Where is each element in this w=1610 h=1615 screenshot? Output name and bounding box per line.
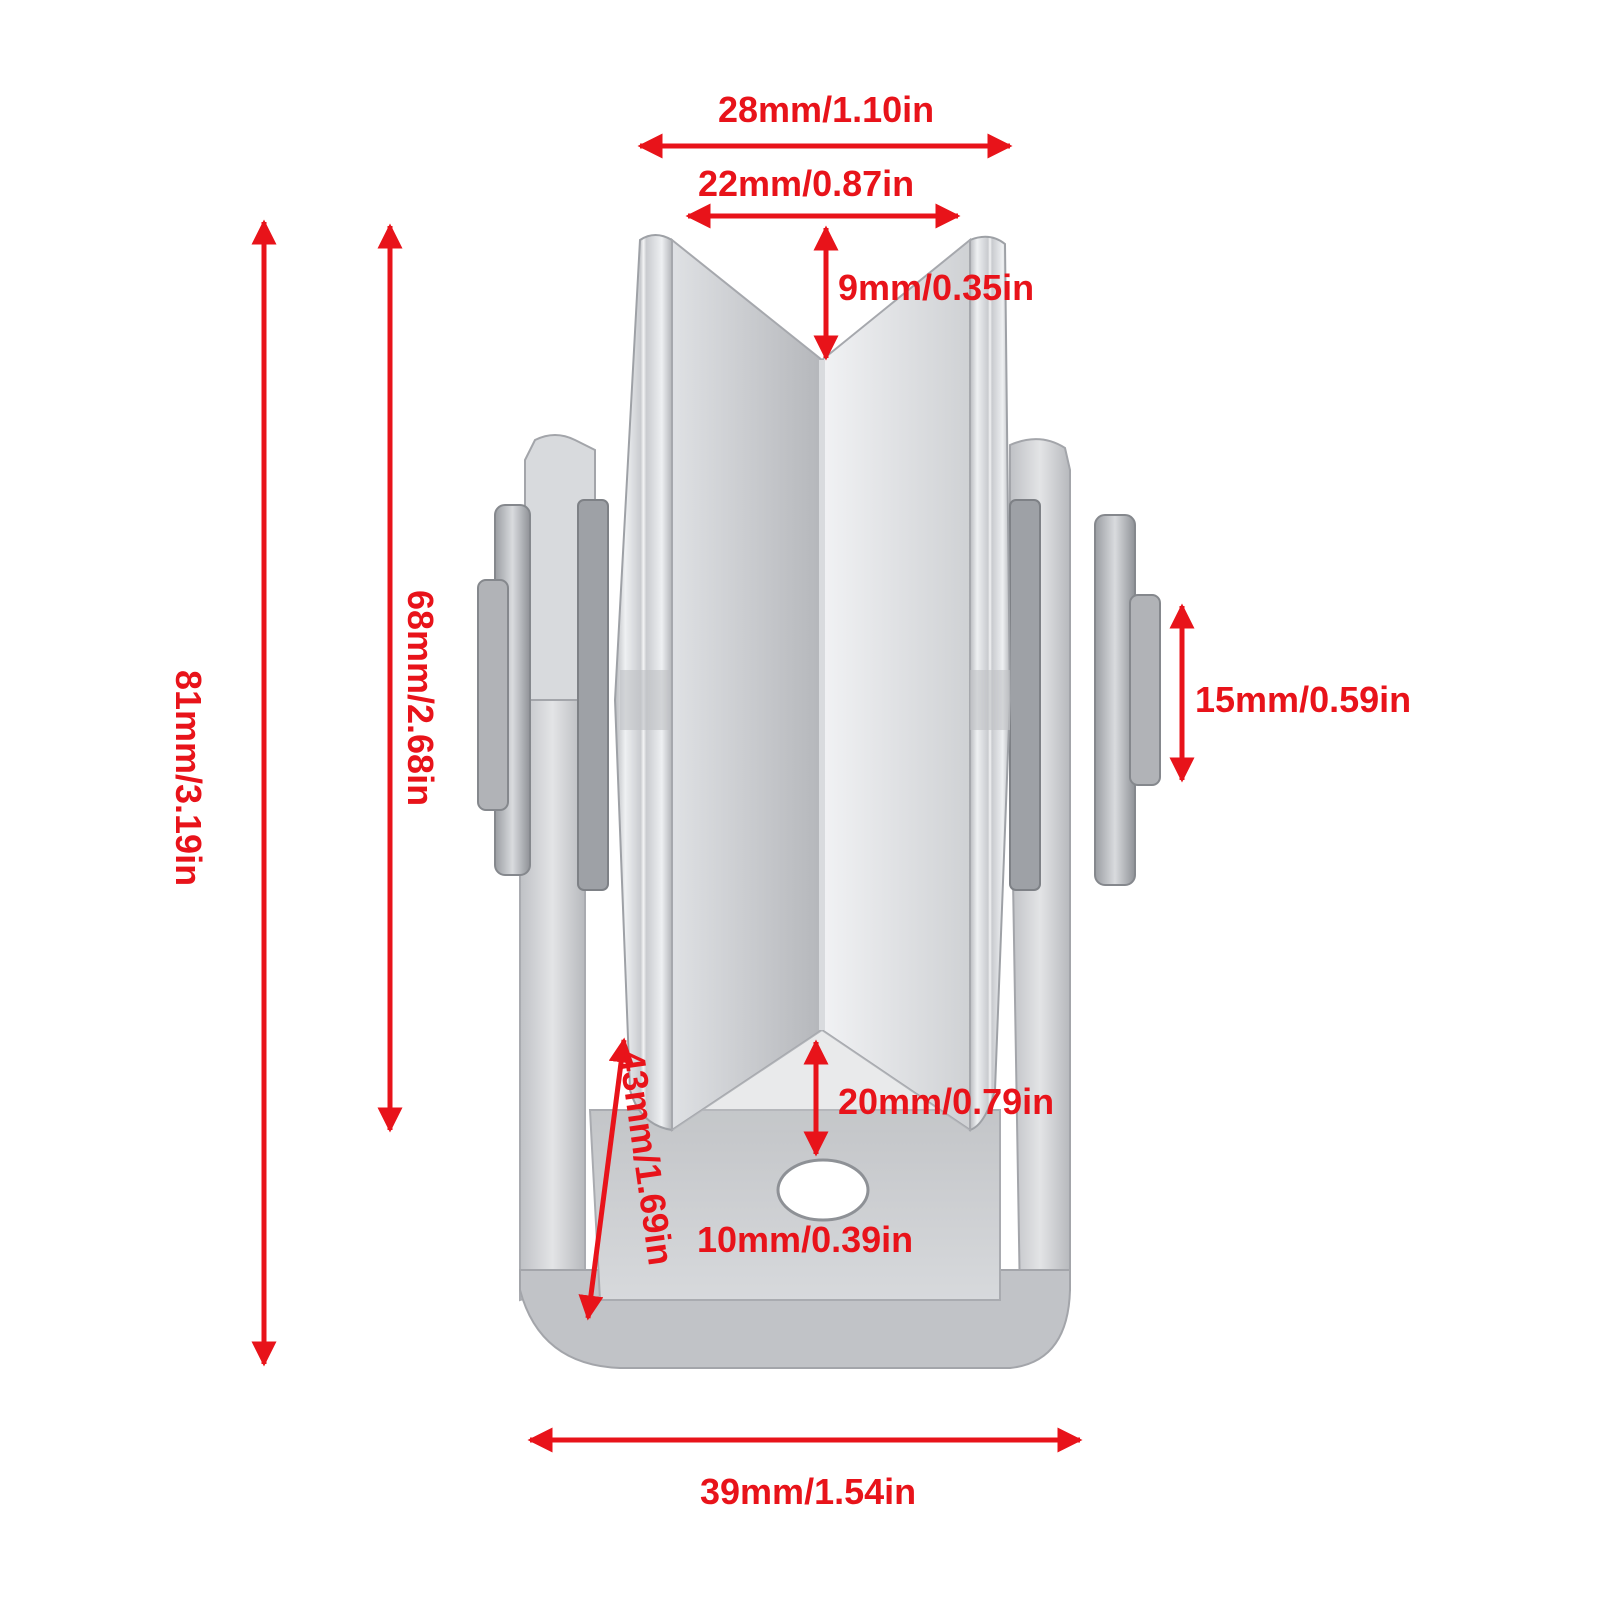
label-base-clearance: 20mm/0.79in <box>838 1081 1055 1122</box>
arrow-bracket-height <box>578 1037 634 1321</box>
label-mount-hole: 10mm/0.39in <box>697 1219 914 1260</box>
axle-hub-left <box>477 499 609 891</box>
dimension-arrows <box>251 133 1195 1453</box>
label-top-outer-width: 28mm/1.10in <box>718 89 935 130</box>
label-axle-nut: 15mm/0.59in <box>1195 679 1412 720</box>
v-groove-wheel <box>613 234 1012 1132</box>
label-groove-opening: 22mm/0.87in <box>698 163 915 204</box>
label-groove-depth: 9mm/0.35in <box>838 267 1035 308</box>
axle-hub-right <box>1009 499 1161 891</box>
mount-hole <box>776 1158 870 1222</box>
label-bracket-width: 39mm/1.54in <box>700 1471 917 1512</box>
label-overall-height: 81mm/3.19in <box>168 669 210 887</box>
label-wheel-diameter: 68mm/2.68in <box>400 589 442 807</box>
